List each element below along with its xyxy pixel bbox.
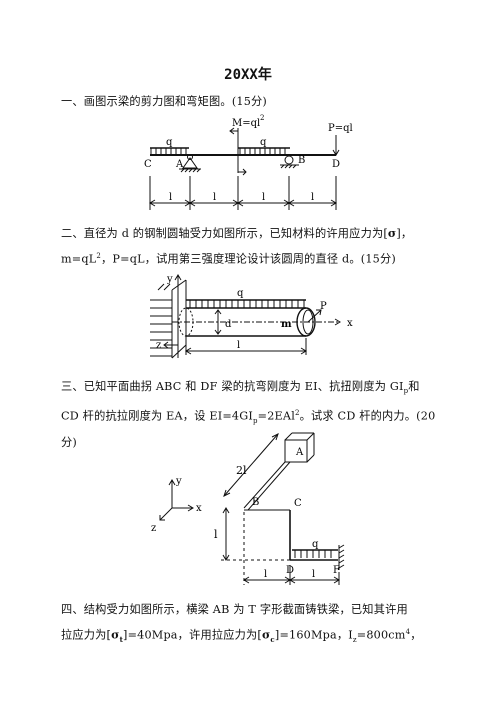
question-4: 四、结构受力如图所示，横梁 AB 为 T 字形截面铸铁梁，已知其许用 拉应力为[… bbox=[61, 603, 422, 644]
question-2: 二、直径为 d 的钢制圆轴受力如图所示，已知材料的许用应力为[σ]， m=qL2… bbox=[61, 226, 413, 266]
fixed-wall bbox=[150, 283, 173, 358]
node-label-a: A bbox=[175, 159, 184, 170]
question-3: 三、已知平面曲拐 ABC 和 DF 梁的抗弯刚度为 EI、抗扭刚度为 GIp和 … bbox=[61, 380, 436, 450]
moment-exponent: 2 bbox=[260, 114, 264, 122]
fig3-2l-label: 2l bbox=[236, 464, 247, 477]
fig2-d-label: d bbox=[225, 319, 232, 330]
shaft-distributed-load bbox=[189, 300, 305, 308]
node-label-d: D bbox=[332, 159, 340, 170]
fig3-q-label: q bbox=[312, 539, 319, 550]
fig2-l-label: l bbox=[237, 340, 240, 351]
fig3-x-label: x bbox=[196, 503, 202, 514]
distributed-load-middle bbox=[239, 148, 286, 154]
fig3-l-dim-2: l bbox=[312, 569, 315, 580]
dim-label-4: l bbox=[311, 192, 314, 203]
page-title: 20XX年 bbox=[224, 67, 272, 83]
fig3-y-label: y bbox=[175, 476, 182, 487]
dim-label-3: l bbox=[262, 192, 265, 203]
moment-label: M=ql bbox=[232, 118, 260, 129]
distributed-load-left bbox=[150, 148, 187, 154]
dim-label-2: l bbox=[213, 192, 216, 203]
node-label-c: C bbox=[144, 159, 152, 170]
fig2-x-label: x bbox=[347, 318, 353, 329]
fig3-l-dim-1: l bbox=[264, 569, 267, 580]
fig2-p-label: P bbox=[320, 301, 327, 312]
fig2-m-label: m bbox=[281, 319, 292, 330]
fig3-a-label: A bbox=[295, 447, 304, 458]
fig2-z-label: z bbox=[156, 340, 161, 351]
fig2-y-label: y bbox=[166, 274, 173, 285]
node-label-b: B bbox=[298, 155, 305, 166]
load-label-middle: q bbox=[260, 137, 267, 148]
fixed-block-a bbox=[284, 439, 308, 463]
fig3-d-label: D bbox=[286, 565, 294, 576]
fig3-f-label: F bbox=[333, 565, 340, 576]
fig3-b-label: B bbox=[252, 497, 259, 508]
load-label-left: q bbox=[166, 137, 173, 148]
point-load-label: P=ql bbox=[328, 123, 353, 134]
fig2-q-label: q bbox=[237, 288, 244, 299]
fig3-z-label: z bbox=[151, 523, 156, 534]
fig3-l-vertical: l bbox=[214, 528, 218, 541]
fig3-c-label: C bbox=[294, 498, 302, 509]
dim-label-1: l bbox=[169, 192, 172, 203]
question-1: 一、画图示梁的剪力图和弯矩图。(15分) bbox=[61, 95, 267, 108]
